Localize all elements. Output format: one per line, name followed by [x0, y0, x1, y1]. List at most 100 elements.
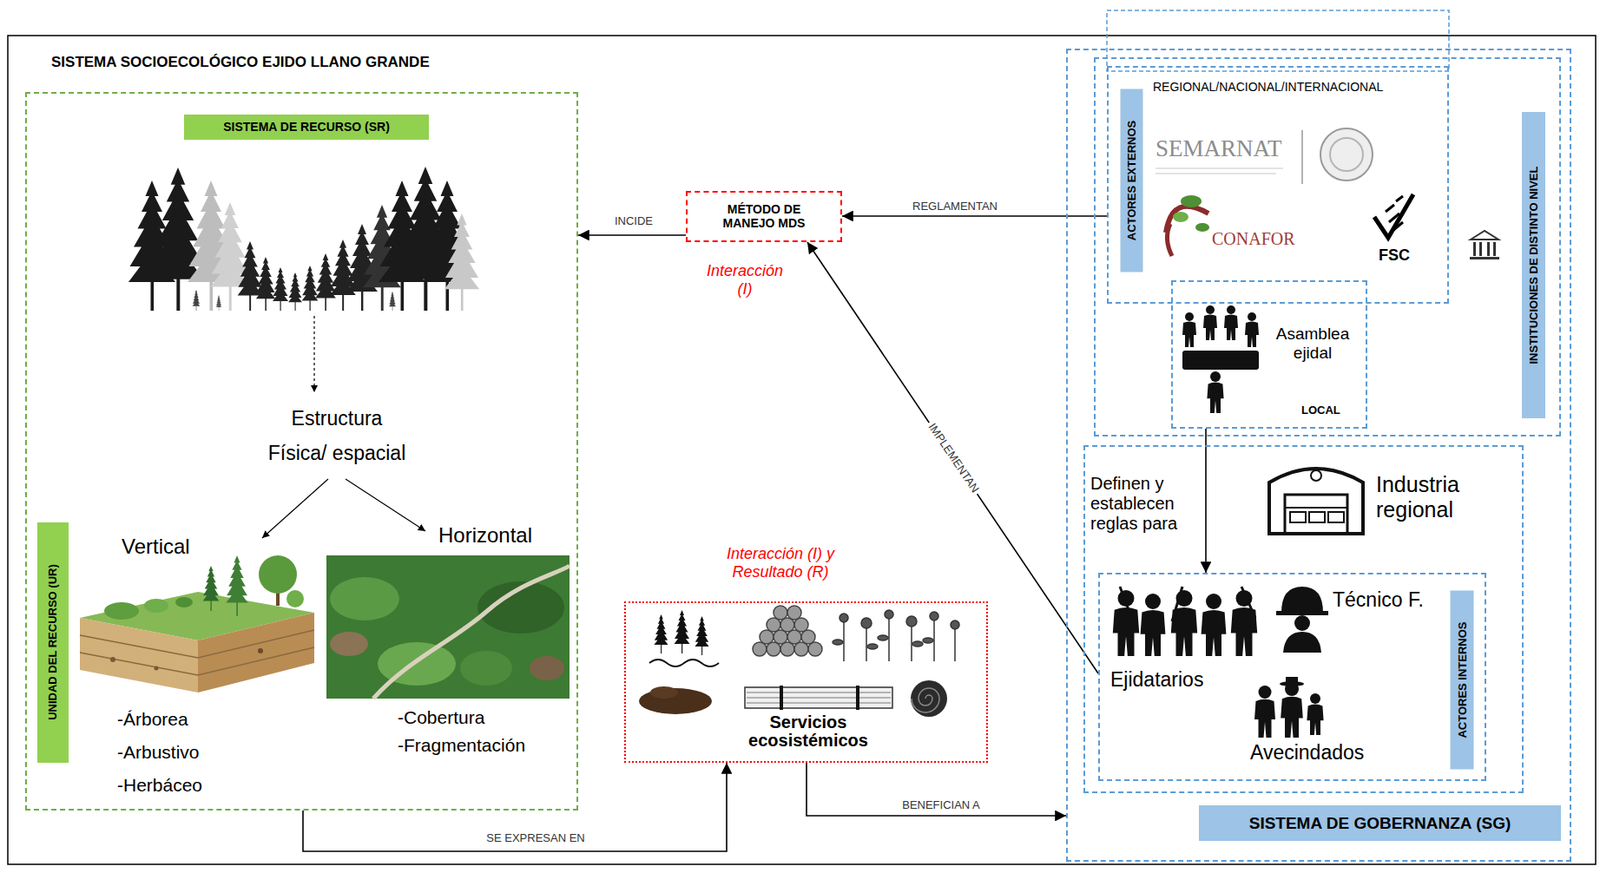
assembly-box: Asamblea ejidalLOCAL [1171, 280, 1368, 429]
vertical-strata-illustration-part [79, 618, 198, 693]
people-icons-part [1201, 593, 1227, 657]
band-label: INSTITUCIONES DE DISTINTO NIVEL [1521, 111, 1546, 419]
institution-logos-part [1301, 130, 1304, 185]
assembly-icon-part [1182, 350, 1259, 370]
people-icons-part [1306, 693, 1324, 736]
edge-label: REGLAMENTAN [909, 200, 1001, 214]
horizontal-photo-part [373, 566, 570, 699]
people-icons-part [1241, 586, 1256, 619]
people-icons-part [1254, 685, 1276, 738]
institution-logos-part [1165, 206, 1209, 233]
services-icons-part-part [929, 612, 939, 621]
people-icons-part [1280, 682, 1304, 738]
horizontal-photo-part [329, 577, 400, 621]
scale-label: LOCAL [1301, 404, 1341, 418]
institution-logos-part [1195, 223, 1210, 232]
warehouse-icon-part [1310, 470, 1322, 481]
assembly-icon-part [1224, 305, 1238, 341]
vertical-strata-illustration-part [154, 666, 159, 672]
services-icons-part-part [865, 626, 868, 662]
services-icons-part-part [861, 618, 872, 629]
vertical-strata-illustration-part [79, 647, 315, 676]
people-icons-part [1172, 586, 1183, 622]
method-box: MÉTODO DE MANEJO MDSInteracción (I) [685, 190, 843, 243]
vertical-strata-illustration-part [203, 566, 220, 612]
vertical-strata-illustration-part [286, 590, 304, 608]
connector-arrow [302, 763, 727, 852]
outer-frame [7, 35, 1596, 865]
dotted-arrow [313, 316, 315, 393]
box-title: MÉTODO DE MANEJO MDS [710, 202, 818, 231]
services-icons-part [744, 687, 893, 709]
services-icons-part [832, 610, 960, 662]
band-label: ACTORES EXTERNOS [1119, 89, 1143, 273]
services-icons-part-part [773, 605, 788, 620]
services-icons-part-part [922, 638, 934, 644]
edge-label: IMPLEMENTAN [923, 418, 983, 497]
institution-logos-part [1385, 196, 1403, 231]
assembly-icon-part [1182, 312, 1197, 348]
logo-text: FSC [1378, 246, 1410, 265]
actor-name: Ejidatarios [1110, 668, 1204, 692]
services-icons-part-part [906, 616, 917, 627]
governance-region: ACTORES EXTERNOSREGIONAL/NACIONAL/INTERN… [1066, 48, 1572, 863]
interaction-note: Interacción (I) y Resultado (R) [715, 545, 846, 581]
institution-logos-part [1374, 194, 1414, 238]
pine-tree [302, 265, 319, 311]
forest-illustration [128, 166, 480, 311]
institution-logos-part-part [1479, 242, 1482, 257]
services-box: Interacción (I) y Resultado (R)Servicios… [624, 601, 988, 764]
band-label: ACTORES INTERNOS [1450, 590, 1475, 770]
pine-tree [216, 295, 222, 311]
connector-arrow [807, 242, 1099, 674]
institutions-box: ACTORES EXTERNOSREGIONAL/NACIONAL/INTERN… [1093, 57, 1561, 437]
warehouse-icon-part [1309, 512, 1325, 523]
people-icons-part [1119, 586, 1133, 622]
people-icons [1112, 586, 1329, 738]
edge-label: Definen y establecen reglas para [1090, 474, 1197, 534]
pine-tree [388, 291, 396, 311]
diagram-title: SISTEMA SOCIOECOLÓGICO EJIDO LLANO GRAND… [51, 53, 430, 72]
institution-logos-part [1330, 138, 1363, 172]
list-item: -Árborea [117, 709, 189, 731]
logo-text: SEMARNAT [1155, 135, 1283, 163]
assembly-icon-part [1206, 371, 1224, 414]
edge-label: SE EXPRESAN EN [483, 832, 587, 846]
people-icons-part [1231, 590, 1258, 657]
warehouse-icon-part [1269, 468, 1363, 534]
pine-tree [256, 256, 276, 311]
vertical-strata-illustration-part [79, 630, 315, 659]
people-icons-part [1294, 615, 1311, 632]
vertical-strata-illustration-part [110, 657, 116, 663]
branch-arrow [262, 479, 329, 539]
services-icons-part-part [867, 644, 878, 650]
services-icons-part [650, 686, 679, 699]
horizontal-photo-part [377, 642, 456, 686]
region-heading: SISTEMA DE GOBERNANZA (SG) [1198, 805, 1561, 842]
horizontal-photo [326, 555, 570, 699]
vertical-strata-illustration-part [225, 555, 248, 617]
people-icons-part [1283, 632, 1322, 653]
people-icons-part [1285, 677, 1298, 685]
institution-logos-part [1166, 223, 1173, 257]
services-icons-part [746, 692, 891, 694]
logo-text: CONAFOR [1211, 229, 1296, 250]
connector-arrow [1204, 428, 1207, 573]
people-icons-part [1171, 590, 1198, 657]
services-icons-part-part [787, 605, 802, 620]
institution-logos-part-part [1469, 256, 1500, 260]
pine-tree [444, 213, 480, 311]
services-icons-part [694, 616, 709, 656]
services-icons-part-part [954, 628, 956, 662]
services-icons-part [752, 605, 823, 657]
pine-tree [288, 272, 303, 311]
vertical-strata-illustration [79, 555, 315, 693]
region-heading: SISTEMA DE RECURSO (SR) [184, 114, 429, 140]
services-icons-part [779, 685, 784, 711]
people-icons-part [1281, 586, 1324, 613]
list-item: -Herbáceo [117, 775, 203, 797]
services-icons-part [674, 610, 691, 654]
edge-label: BENEFICIAN A [899, 799, 983, 813]
warehouse-icon-part [1284, 494, 1348, 534]
institution-logos-part-part [1493, 242, 1496, 257]
